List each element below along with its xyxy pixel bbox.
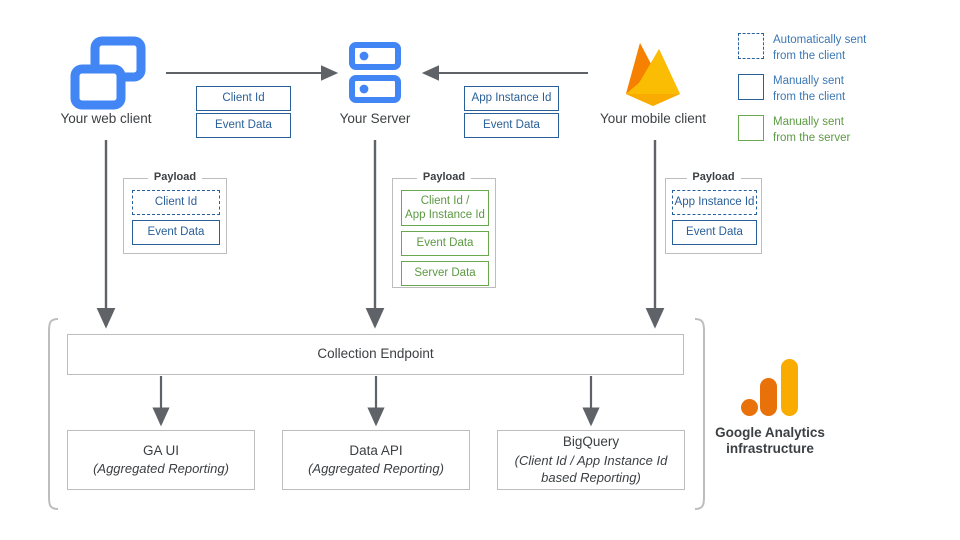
infrastructure-bracket-left bbox=[48, 318, 59, 510]
output-bigquery-subtitle: (Client Id / App Instance Id based Repor… bbox=[514, 452, 668, 486]
legend-manual-server-line1: Manually sent bbox=[773, 116, 844, 128]
transport-chip-event-data-mobile: Event Data bbox=[464, 113, 559, 138]
web-client-label: Your web client bbox=[60, 111, 152, 126]
legend-manual-client-line1: Manually sent bbox=[773, 75, 844, 87]
google-analytics-logo-icon bbox=[741, 359, 798, 416]
payload-server: Payload Client Id / App Instance Id Even… bbox=[392, 171, 496, 288]
legend-text-auto-client: Automatically sent from the client bbox=[773, 33, 866, 64]
transport-chip-client-id: Client Id bbox=[196, 86, 291, 111]
server-label: Your Server bbox=[339, 111, 411, 126]
output-bigquery-title: BigQuery bbox=[562, 434, 620, 450]
legend-manual-client-line2: from the client bbox=[773, 90, 846, 103]
output-ga-ui-title: GA UI bbox=[142, 443, 179, 459]
transport-chip-event-data: Event Data bbox=[196, 113, 291, 138]
payload-web-chip-client-id: Client Id bbox=[132, 190, 220, 215]
output-data-api-subtitle: (Aggregated Reporting) bbox=[308, 461, 444, 477]
payload-server-title: Payload bbox=[416, 171, 472, 183]
legend-item-manual-server: Manually sent from the server bbox=[738, 115, 850, 146]
output-ga-ui-subtitle: (Aggregated Reporting) bbox=[93, 461, 229, 477]
legend-swatch-dashed-blue-icon bbox=[738, 33, 764, 59]
legend-auto-client-line2: from the client bbox=[773, 49, 846, 62]
payload-web: Payload Client Id Event Data bbox=[123, 171, 227, 254]
payload-mobile-chip-event-data: Event Data bbox=[672, 220, 757, 245]
collection-endpoint-label: Collection Endpoint bbox=[317, 346, 434, 362]
legend-auto-client-line1: Automatically sent bbox=[773, 34, 867, 46]
payload-server-chip-ids: Client Id / App Instance Id bbox=[401, 190, 489, 226]
output-box-data-api: Data API (Aggregated Reporting) bbox=[282, 430, 470, 490]
legend-text-manual-server: Manually sent from the server bbox=[773, 115, 850, 146]
payload-mobile: Payload App Instance Id Event Data bbox=[665, 171, 762, 254]
infrastructure-bracket-right bbox=[694, 318, 705, 510]
legend-swatch-solid-blue-icon bbox=[738, 74, 764, 100]
ga-brand-line2: infrastructure bbox=[726, 441, 814, 456]
payload-web-chip-event-data: Event Data bbox=[132, 220, 220, 245]
web-client-icon bbox=[70, 36, 146, 110]
output-box-bigquery: BigQuery (Client Id / App Instance Id ba… bbox=[497, 430, 685, 490]
payload-server-chip-server-data: Server Data bbox=[401, 261, 489, 286]
legend-swatch-solid-green-icon bbox=[738, 115, 764, 141]
firebase-icon bbox=[626, 43, 680, 106]
legend-manual-server-line2: from the server bbox=[773, 131, 851, 144]
collection-endpoint-box: Collection Endpoint bbox=[67, 334, 684, 375]
legend-item-manual-client: Manually sent from the client bbox=[738, 74, 845, 105]
output-data-api-title: Data API bbox=[349, 443, 403, 459]
legend-text-manual-client: Manually sent from the client bbox=[773, 74, 845, 105]
output-box-ga-ui: GA UI (Aggregated Reporting) bbox=[67, 430, 255, 490]
server-icon bbox=[349, 42, 401, 103]
transport-chip-app-instance-id: App Instance Id bbox=[464, 86, 559, 111]
mobile-client-label: Your mobile client bbox=[599, 111, 707, 126]
payload-server-chip-event-data: Event Data bbox=[401, 231, 489, 256]
payload-web-title: Payload bbox=[147, 171, 203, 183]
ga-brand-line1: Google Analytics bbox=[715, 425, 825, 440]
legend-item-auto-client: Automatically sent from the client bbox=[738, 33, 866, 64]
payload-mobile-chip-app-instance-id: App Instance Id bbox=[672, 190, 757, 215]
payload-mobile-title: Payload bbox=[686, 171, 741, 183]
